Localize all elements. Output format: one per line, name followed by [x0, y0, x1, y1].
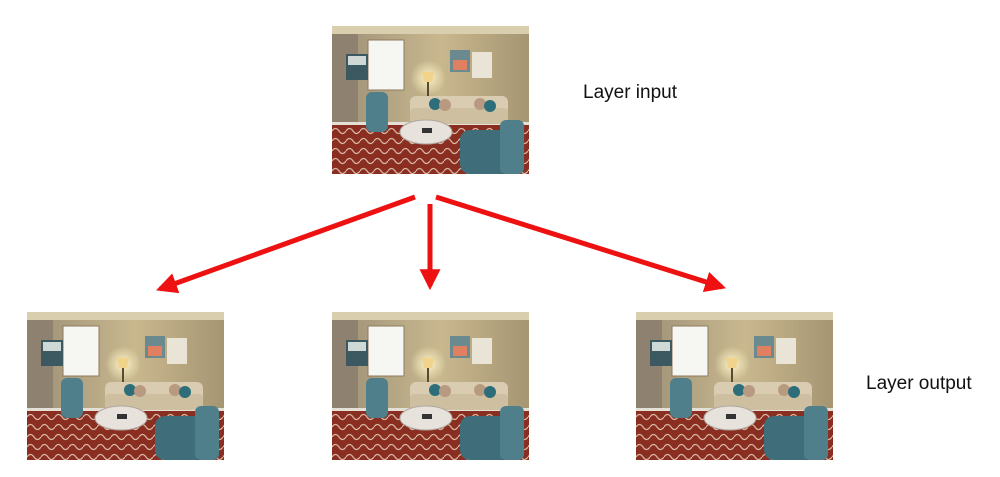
- arrow-right: [435, 194, 727, 292]
- living-room-photo: [27, 312, 224, 460]
- arrow-left: [156, 194, 416, 294]
- layer-input-label: Layer input: [583, 82, 678, 103]
- living-room-photo: [332, 312, 529, 460]
- layer-output-image-3: [636, 312, 833, 460]
- living-room-photo: [636, 312, 833, 460]
- layer-output-image-1: [27, 312, 224, 460]
- layer-output-label: Layer output: [866, 373, 972, 394]
- layer-output-image-2: [332, 312, 529, 460]
